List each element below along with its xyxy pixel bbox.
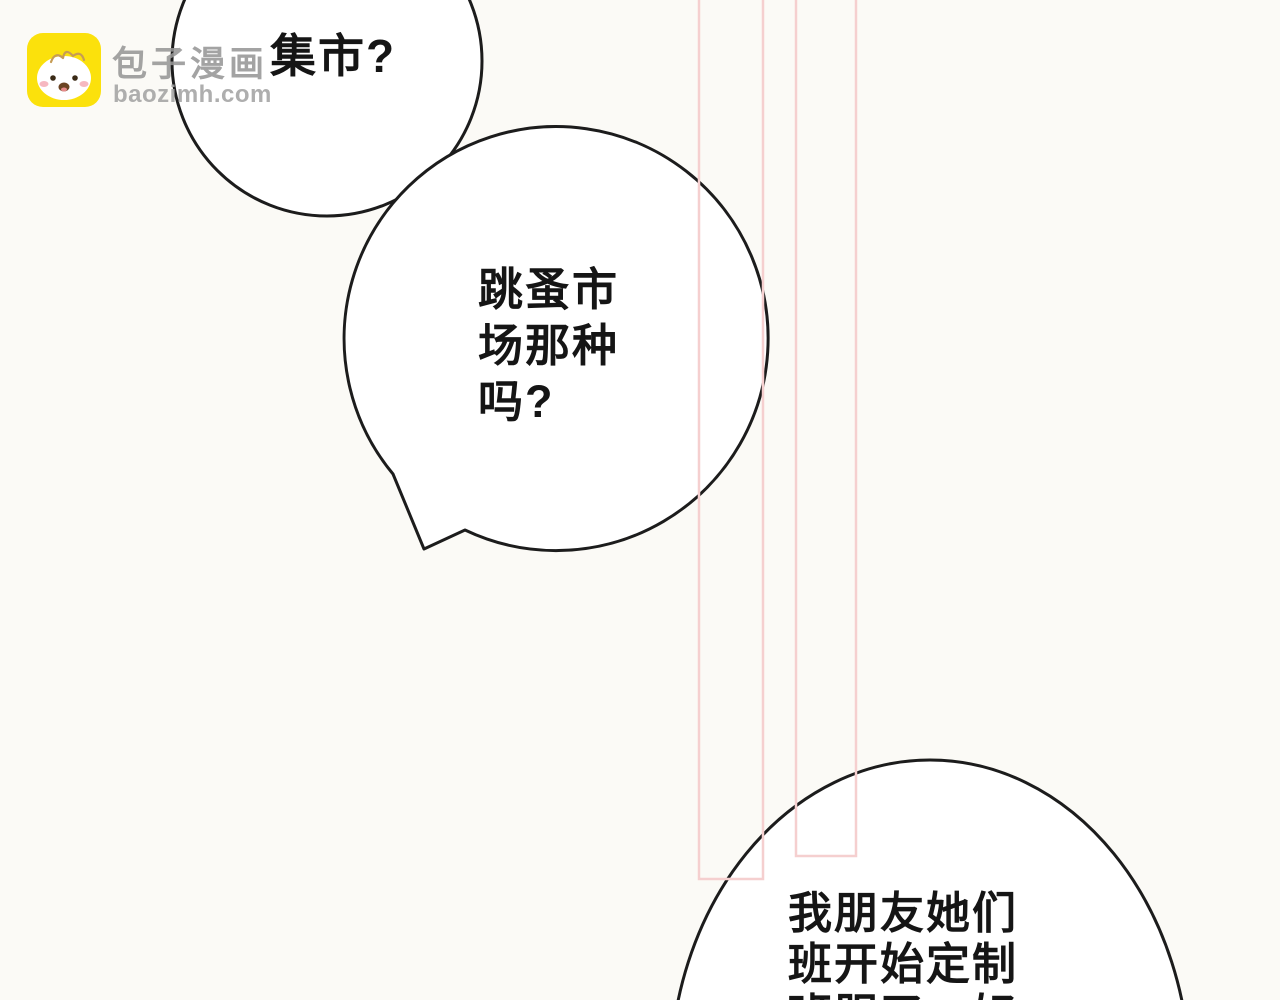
bubble-middle-line-1: 跳蚤市 [478, 264, 620, 315]
bubble-middle-line-2: 场那种 [478, 320, 620, 371]
bubble-bottom-line-1: 我朋友她们 [788, 889, 1018, 938]
baozi-logo-icon [27, 33, 101, 107]
speech-bubble-bottom-text: 我朋友她们 班开始定制 班服了，好 [788, 888, 1018, 1000]
watermark-site-name: 包子漫画 [112, 45, 269, 84]
bubble-top-line-1: 集市? [270, 30, 397, 82]
speech-bubble-bottom [676, 758, 1184, 1000]
speech-bubble-middle [342, 125, 770, 553]
watermark-site-url: baozimh.com [113, 81, 272, 108]
bubble-middle-line-3: 吗? [478, 376, 555, 427]
decor-pink-line-rect-1 [697, 0, 765, 881]
speech-bubble-middle-text: 跳蚤市 场那种 吗? [478, 262, 619, 430]
decor-pink-line-rect-2 [794, 0, 858, 858]
speech-bubble-top [170, 0, 484, 218]
bubble-bottom-line-3: 班服了，好 [788, 990, 1018, 1000]
speech-bubble-top-text: 集市? [270, 28, 396, 84]
bubble-bottom-line-2: 班开始定制 [788, 940, 1018, 989]
